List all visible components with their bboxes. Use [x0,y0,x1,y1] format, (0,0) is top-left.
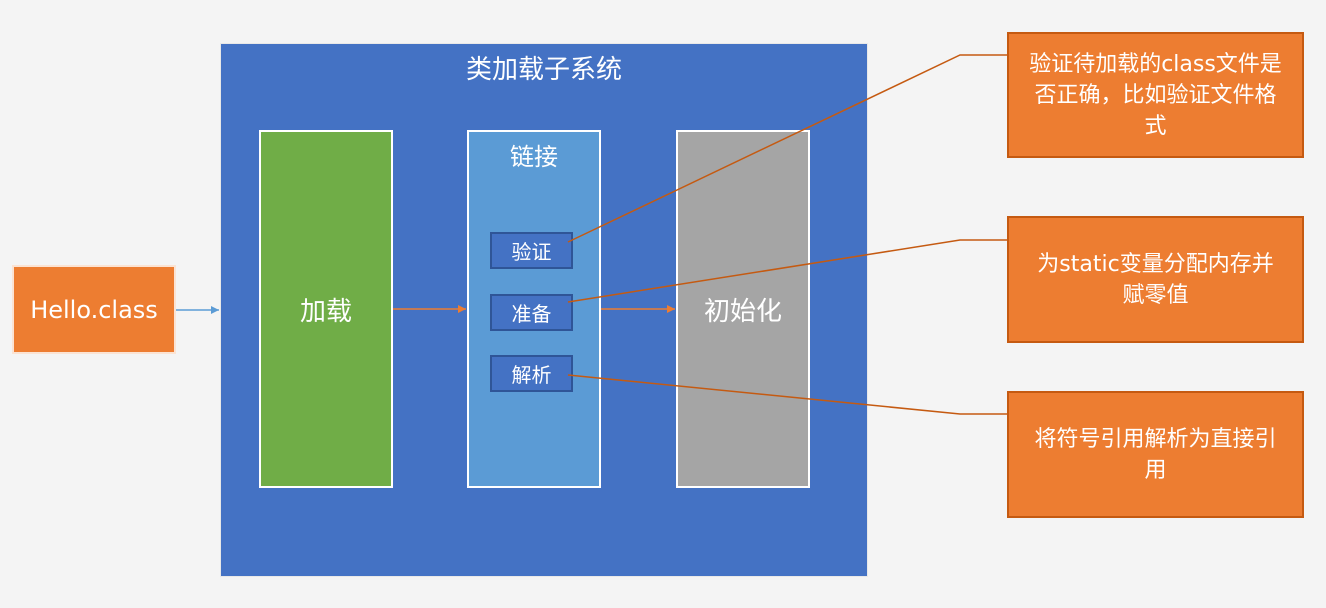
resolve-note: 将符号引用解析为直接引用 [1007,391,1304,518]
loading-stage-label: 加载 [299,296,352,327]
resolve-note-text: 将符号引用解析为直接引用 [1034,426,1277,483]
resolve-step-label: 解析 [511,363,552,387]
resolve-step: 解析 [490,355,573,392]
subsystem-title: 类加载子系统 [465,54,622,85]
verify-note: 验证待加载的class文件是否正确，比如验证文件格式 [1007,32,1304,158]
initialization-stage: 初始化 [676,130,810,488]
prepare-callout-line [567,239,1007,303]
verify-step-label: 验证 [511,240,552,264]
verify-step: 验证 [490,232,573,269]
verify-note-text: 验证待加载的class文件是否正确，比如验证文件格式 [1029,51,1282,139]
linking-stage-label: 链接 [510,142,558,171]
resolve-callout-line [567,374,1007,415]
initialization-stage-label: 初始化 [703,296,782,327]
prepare-note: 为static变量分配内存并赋零值 [1007,216,1304,343]
prepare-step-label: 准备 [511,302,552,326]
hello-class-box: Hello.class [12,265,176,354]
prepare-step: 准备 [490,294,573,331]
prepare-note-text: 为static变量分配内存并赋零值 [1037,251,1274,308]
hello-class-label: Hello.class [30,295,158,324]
loading-stage: 加载 [259,130,393,488]
verify-callout-line [567,54,1007,243]
